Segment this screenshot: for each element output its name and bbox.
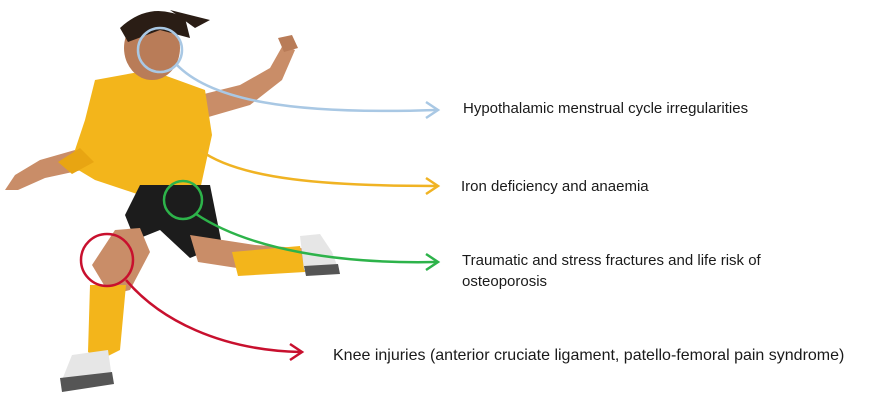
iron-connector (200, 150, 438, 194)
knee-injuries-label: Knee injuries (anterior cruciate ligamen… (333, 344, 878, 367)
hypothalamic-label: Hypothalamic menstrual cycle irregularit… (463, 98, 793, 119)
knee-connector (126, 280, 302, 360)
fractures-label: Traumatic and stress fractures and life … (462, 250, 807, 292)
iron-deficiency-label: Iron deficiency and anaemia (461, 176, 791, 197)
